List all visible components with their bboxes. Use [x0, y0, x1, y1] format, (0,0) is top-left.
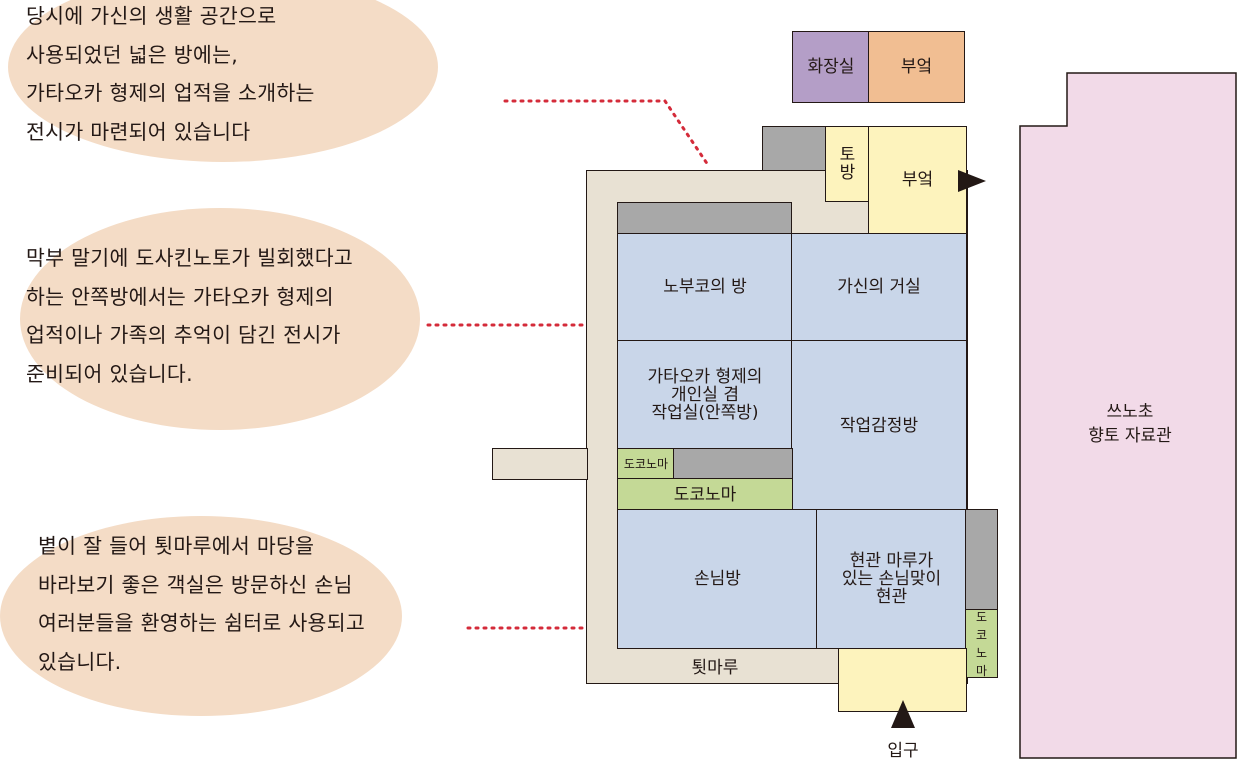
doma-char: 토 [839, 145, 856, 165]
tokonoma-wide-label: 도코노마 [673, 484, 737, 505]
retainer-living-label: 가신의 거실 [837, 277, 921, 297]
museum-label: 쓰노초 향토 자료관 [1030, 400, 1230, 448]
note-2-line: 업적이나 가족의 추억이 담긴 전시가 [26, 323, 341, 347]
appraisal-room-label: 작업감정방 [839, 415, 919, 436]
upper-storage [762, 126, 826, 172]
note-2-line: 막부 말기에 도사킨노토가 빌회했다고 [26, 246, 354, 270]
note-3-line: 볕이 잘 들어 툇마루에서 마당을 [38, 534, 315, 558]
note-3-line: 있습니다. [38, 649, 122, 674]
note-1: 당시에 가신의 생활 공간으로 사용되었던 넓은 방에는, 가타오카 형제의 업… [26, 0, 315, 151]
private-room-line: 가타오카 형제의 [647, 367, 763, 387]
kitchen-top-room: 부엌 [868, 31, 965, 103]
museum-building [1019, 72, 1237, 759]
private-room-line: 개인실 겸 [671, 385, 739, 405]
guest-room-label: 손님방 [694, 569, 741, 589]
note-1-line: 사용되었던 넓은 방에는, [26, 42, 239, 67]
kitchen-label: 부엌 [901, 170, 934, 190]
private-room-line: 작업실(안쪽방) [651, 403, 759, 423]
toilet-label: 화장실 [807, 57, 855, 77]
storage-strip-right [965, 509, 998, 611]
storage-strip-mid [673, 448, 793, 480]
note-bubble-3 [0, 516, 402, 716]
private-room: 가타오카 형제의 개인실 겸 작업실(안쪽방) [617, 340, 793, 450]
tokonoma-vertical-char: 마 [975, 663, 988, 678]
noboko-room-label: 노부코의 방 [663, 277, 747, 297]
doma-room: 토 방 [825, 126, 870, 202]
entrance-line: 현관 [875, 587, 908, 607]
note-bubble-2 [20, 208, 420, 430]
note-3-line: 여러분들을 환영하는 쉼터로 사용되고 [38, 611, 366, 635]
tokonoma-vertical-char: 코 [975, 627, 988, 642]
entrance-hall: 현관 마루가 있는 손님맞이 현관 [816, 509, 967, 649]
tokonoma-small: 도코노마 [617, 448, 675, 480]
note-2: 막부 말기에 도사킨노토가 빌회했다고 하는 안쪽방에서는 가타오카 형제의 업… [26, 239, 353, 393]
note-1-line: 전시가 마련되어 있습니다 [26, 119, 251, 144]
guest-room: 손님방 [617, 509, 818, 649]
note-bubble-1 [8, 0, 438, 162]
leader-line-1 [503, 99, 710, 167]
entrance-text-label: 입구 [887, 741, 919, 761]
tokonoma-vertical-char: 노 [975, 645, 988, 660]
note-2-line: 준비되어 있습니다. [26, 361, 193, 386]
note-2-line: 하는 안쪽방에서는 가타오카 형제의 [26, 284, 334, 309]
note-3: 볕이 잘 들어 툇마루에서 마당을 바라보기 좋은 객실은 방문하신 손님 여러… [38, 527, 365, 681]
noboko-room: 노부코의 방 [617, 233, 793, 341]
toilet-room: 화장실 [792, 31, 870, 103]
note-1-line: 가타오카 형제의 업적을 소개하는 [26, 81, 315, 105]
note-1-line: 당시에 가신의 생활 공간으로 [26, 4, 277, 28]
entrance-line: 있는 손님맞이 [841, 569, 942, 589]
entrance-line: 현관 마루가 [849, 551, 934, 571]
veranda-label: 툇마루 [691, 658, 739, 678]
side-passage [492, 448, 588, 480]
entrance-arrow-icon [891, 700, 915, 728]
kitchen-top-label: 부엌 [900, 57, 933, 77]
doma-char: 방 [839, 163, 856, 183]
kitchen-room: 부엌 [868, 126, 967, 234]
appraisal-room: 작업감정방 [791, 340, 967, 511]
storage-strip-top [617, 202, 792, 235]
museum-line: 쓰노초 [1106, 402, 1154, 422]
tokonoma-wide: 도코노마 [617, 478, 793, 511]
retainer-living-room: 가신의 거실 [791, 233, 967, 341]
tokonoma-vertical-char: 도 [975, 609, 988, 624]
note-3-line: 바라보기 좋은 객실은 방문하신 손님 [38, 572, 353, 597]
museum-line: 향토 자료관 [1088, 426, 1172, 446]
kitchen-exit-arrow-icon [958, 170, 986, 192]
tokonoma-small-label: 도코노마 [623, 457, 669, 471]
tokonoma-vertical: 도 코 노 마 [965, 609, 998, 678]
